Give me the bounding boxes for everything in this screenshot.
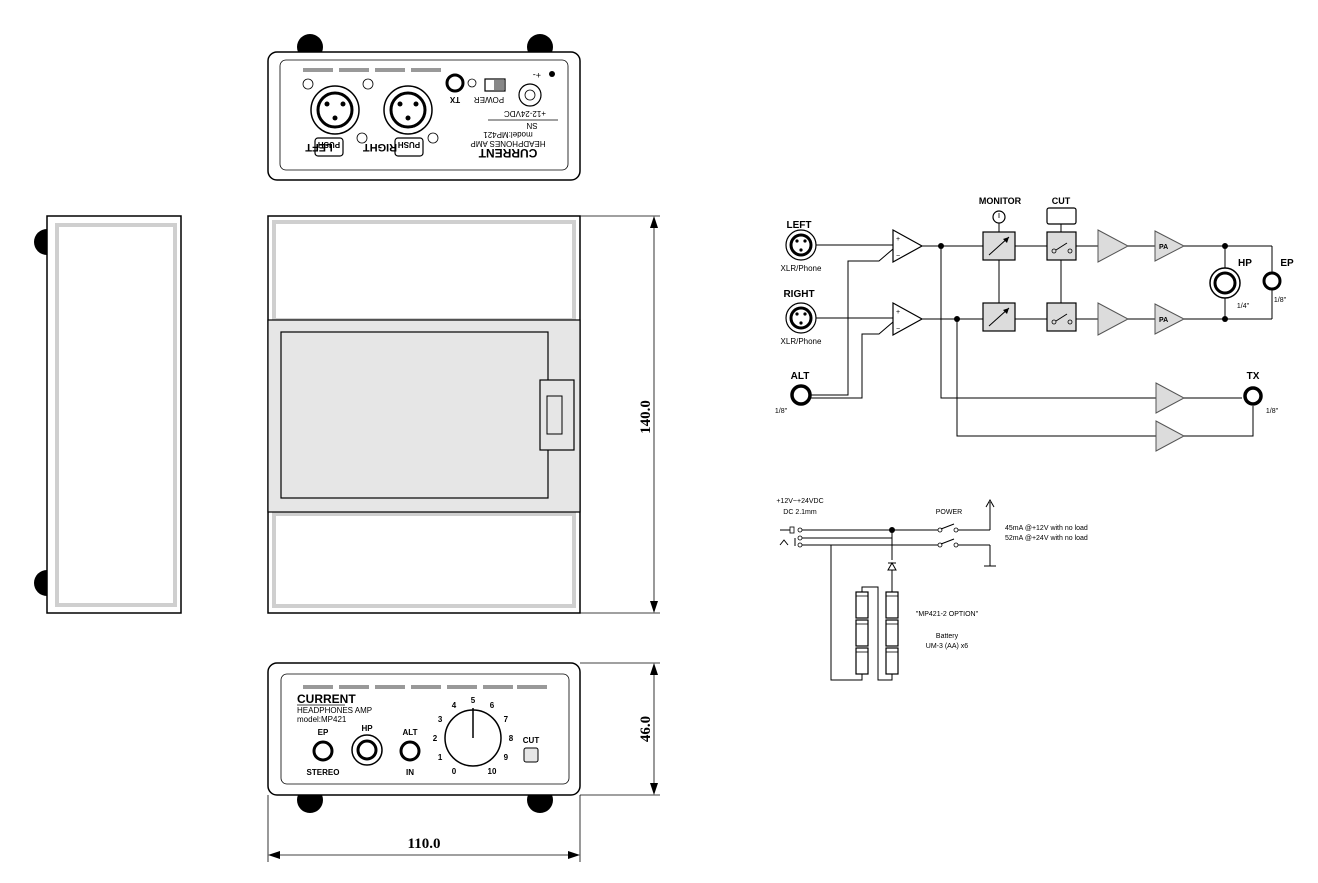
dial-number: 8 [509, 734, 514, 743]
height-value: 140.0 [638, 400, 654, 434]
monitor-volume-knob: 01 2 34 5 67 8 9 10 [433, 696, 514, 776]
rear-right-label: RIGHT [363, 141, 398, 153]
stereo-label: STEREO [307, 768, 340, 777]
dial-number: 4 [452, 701, 457, 710]
battery-lid [280, 331, 549, 499]
svg-text:+: + [896, 309, 900, 316]
depth-value: 46.0 [638, 716, 654, 742]
alt-input-label: ALT [791, 371, 810, 382]
pa-left-label: PA [1159, 244, 1168, 251]
alt-jack [399, 740, 421, 762]
battery-type-label: UM-3 (AA) x6 [926, 643, 969, 650]
hp-label: HP [361, 724, 373, 733]
dial-number: 6 [490, 701, 495, 710]
option-label: "MP421-2 OPTION" [916, 611, 979, 618]
front-panel-view: CURRENT HEADPHONES AMP model:MP421 EP ST… [267, 662, 581, 813]
signal-block-diagram: LEFT XLR/Phone RIGHT XLR/Phone ALT 1/8" … [775, 196, 1294, 452]
width-dimension: 110.0 [267, 795, 581, 862]
hp-output-label: HP [1238, 258, 1252, 269]
left-input-label: LEFT [787, 220, 812, 231]
dc-jack [518, 83, 542, 107]
rear-sn: SN [526, 121, 537, 130]
dial-number: 2 [433, 734, 438, 743]
power-switch-label: POWER [936, 509, 962, 516]
left-xlr-label: XLR/Phone [781, 264, 822, 273]
rear-left-label: LEFT [305, 141, 333, 153]
height-dimension: 140.0 [580, 215, 660, 614]
ep-jack [312, 740, 334, 762]
cut-button [523, 747, 539, 763]
cut-label: CUT [523, 736, 540, 745]
rear-push-label: PUSH [398, 140, 420, 149]
width-value: 110.0 [408, 836, 441, 852]
monitor-label: MONITOR [979, 196, 1022, 206]
dial-number: 7 [504, 715, 509, 724]
svg-text:+-: +- [533, 70, 541, 80]
dial-number: 9 [504, 753, 509, 762]
left-combo-jack [302, 78, 368, 157]
alt-size-label: 1/8" [775, 408, 788, 415]
tx-output-label: TX [1247, 371, 1260, 382]
power-supply-diagram: +12V~+24VDC DC 2.1mm POWER 45mA @+12V wi… [776, 498, 1088, 681]
hp-size-label: 1/4" [1237, 303, 1250, 310]
depth-dimension: 46.0 [580, 662, 660, 796]
dial-number: 10 [488, 767, 497, 776]
ep-output-label: EP [1280, 258, 1294, 269]
dial-number: 0 [452, 767, 457, 776]
dc-connector-label: DC 2.1mm [783, 509, 817, 516]
power-led [467, 78, 477, 88]
rear-tx-label: TX [449, 95, 460, 104]
in-label: IN [406, 768, 414, 777]
current-12v-label: 45mA @+12V with no load [1005, 525, 1088, 532]
rear-brand: CURRENT [478, 146, 537, 160]
supply-voltage-label: +12V~+24VDC [776, 498, 823, 505]
rear-power-label: POWER [474, 95, 504, 104]
current-24v-label: 52mA @+24V with no load [1005, 535, 1088, 542]
ep-size-label: 1/8" [1274, 297, 1287, 304]
ep-label: EP [318, 728, 329, 737]
dial-number: 1 [438, 753, 443, 762]
rear-push-label: PUSH [318, 140, 340, 149]
svg-text:+: + [896, 236, 900, 243]
tx-jack [445, 73, 465, 93]
cut-block-label: CUT [1052, 196, 1071, 206]
right-combo-jack [362, 78, 439, 157]
svg-text:−: − [896, 326, 900, 333]
rear-panel-view: +- LEFT PUSH RIGHT PUSH CURRENT HEADPHON… [267, 34, 581, 181]
battery-label: Battery [936, 633, 959, 640]
alt-label: ALT [403, 728, 418, 737]
rear-dc-rating: +12-24VDC [504, 109, 546, 118]
right-input-label: RIGHT [783, 289, 814, 300]
dial-number: 3 [438, 715, 443, 724]
svg-text:−: − [896, 253, 900, 260]
tx-size-label: 1/8" [1266, 408, 1279, 415]
front-model: model:MP421 [297, 715, 347, 724]
front-product: HEADPHONES AMP [297, 706, 372, 715]
rear-product: HEADPHONES AMP [470, 139, 545, 148]
battery-pack [855, 591, 899, 675]
top-view [267, 215, 581, 614]
dial-number: 5 [471, 696, 476, 705]
right-xlr-label: XLR/Phone [781, 337, 822, 346]
pa-right-label: PA [1159, 317, 1168, 324]
rear-model: model:MP421 [483, 130, 533, 139]
front-brand: CURRENT [297, 692, 356, 706]
side-view [34, 215, 182, 614]
